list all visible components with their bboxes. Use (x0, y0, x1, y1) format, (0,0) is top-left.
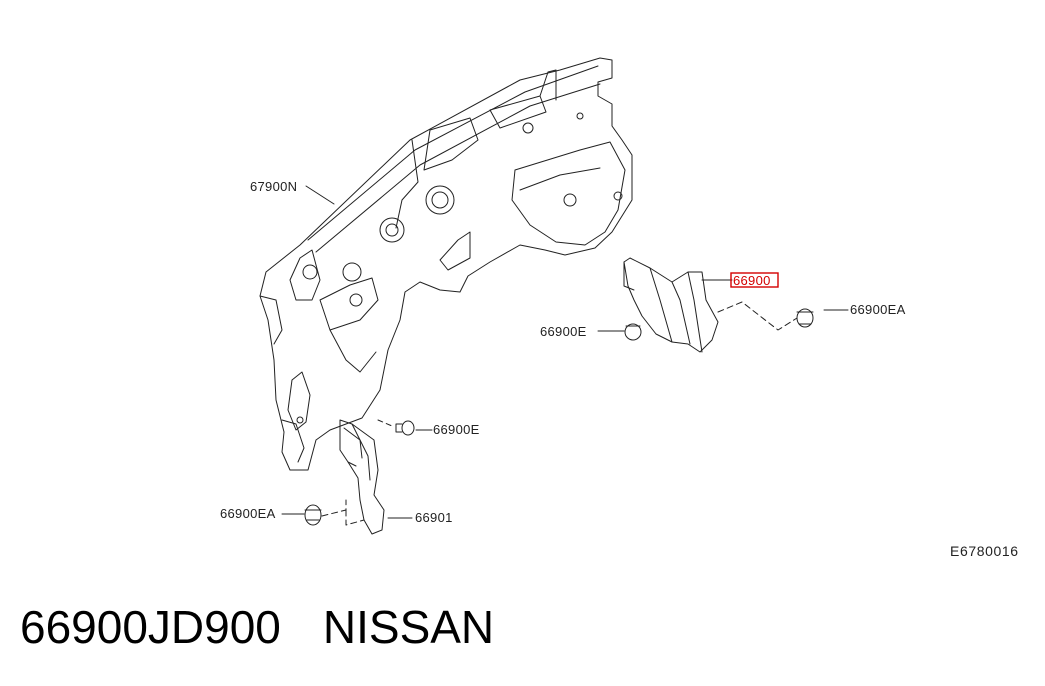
callout-66901: 66901 (415, 510, 453, 525)
dash-insulator-main (259, 57, 633, 471)
callout-66900: 66900 (733, 273, 771, 288)
callout-66900e-right: 66900E (540, 324, 587, 339)
callout-66900e-left: 66900E (433, 422, 480, 437)
part-caption: 66900JD900 NISSAN (20, 600, 494, 654)
clip-66900e-right (624, 323, 642, 341)
callout-67900n: 67900N (250, 179, 297, 194)
dash-insulator-right (623, 257, 719, 353)
brand-name: NISSAN (322, 601, 495, 653)
clip-66900ea-left (304, 504, 322, 526)
callout-66900ea-left: 66900EA (220, 506, 276, 521)
clip-66900ea-right (796, 308, 814, 328)
parts-diagram: 67900N 66900 66900EA 66900E 66900E 66900… (220, 57, 906, 535)
clip-66900e-left (395, 420, 415, 436)
diagram-reference-code: E6780016 (950, 543, 1019, 559)
callout-highlight-box (730, 272, 779, 288)
callout-66900ea-right: 66900EA (850, 302, 906, 317)
dash-insulator-left (339, 419, 385, 535)
part-number: 66900JD900 (20, 601, 281, 653)
